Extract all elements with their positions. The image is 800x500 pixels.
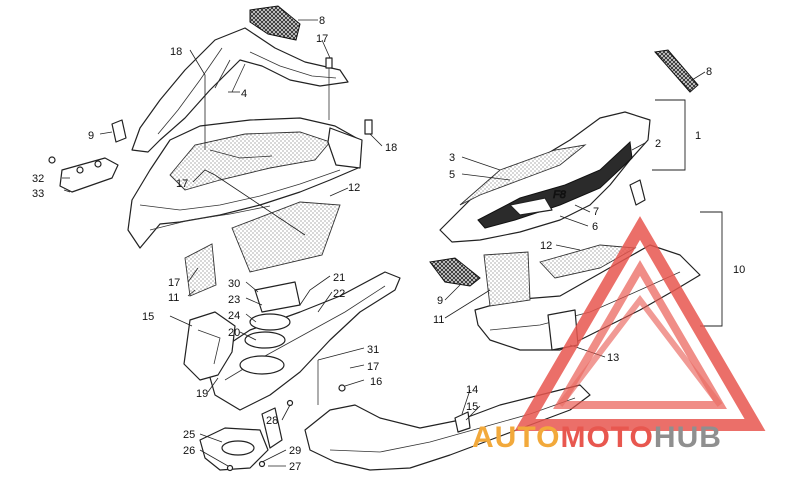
callout-8-right: 8 bbox=[706, 66, 712, 78]
callout-14: 14 bbox=[466, 384, 478, 396]
callout-30: 30 bbox=[228, 278, 240, 290]
callout-17-lower: 17 bbox=[168, 277, 180, 289]
callout-17-top: 17 bbox=[316, 33, 328, 45]
callout-24: 24 bbox=[228, 310, 240, 322]
callout-20: 20 bbox=[228, 327, 240, 339]
callout-9-right: 9 bbox=[437, 295, 443, 307]
bolt-17-rear bbox=[325, 57, 333, 120]
callout-18-right: 18 bbox=[385, 142, 397, 154]
callout-15-left: 15 bbox=[142, 311, 154, 323]
callout-12-left: 12 bbox=[348, 182, 360, 194]
callout-11-left: 11 bbox=[168, 292, 179, 304]
bolt-32 bbox=[48, 156, 56, 164]
callout-26: 26 bbox=[183, 445, 195, 457]
clip-7 bbox=[629, 179, 646, 206]
bolt-18-right bbox=[364, 119, 373, 135]
callout-17-right: 17 bbox=[367, 361, 379, 373]
svg-text:AUTOMOTOHUB: AUTOMOTOHUB bbox=[472, 421, 722, 454]
watermark-triangle bbox=[514, 216, 766, 431]
callout-6: 6 bbox=[592, 221, 598, 233]
intake-vent-screen-top bbox=[249, 5, 301, 41]
callout-15-right: 15 bbox=[466, 401, 478, 413]
callout-11-right: 11 bbox=[433, 314, 444, 326]
duct-bracket-15-left bbox=[183, 311, 236, 381]
group-bracket-10 bbox=[700, 211, 723, 327]
callout-19: 19 bbox=[196, 388, 208, 400]
callout-23: 23 bbox=[228, 294, 240, 306]
callout-33: 33 bbox=[32, 188, 44, 200]
side-panel-small-left bbox=[184, 243, 217, 297]
leader-lines bbox=[62, 19, 706, 467]
callout-12-right: 12 bbox=[540, 240, 552, 252]
upper-console-housing bbox=[127, 117, 363, 249]
callout-16: 16 bbox=[370, 376, 382, 388]
brand-text-moto: MOTO bbox=[560, 421, 653, 454]
callout-10: 10 bbox=[733, 264, 745, 276]
callout-7: 7 bbox=[593, 206, 599, 218]
callout-5: 5 bbox=[449, 169, 455, 181]
side-bracket-left bbox=[59, 157, 119, 193]
callout-17-center: 17 bbox=[176, 178, 188, 190]
clip-9-left bbox=[111, 119, 127, 143]
callout-4: 4 bbox=[241, 88, 247, 100]
callout-18-top: 18 bbox=[170, 46, 182, 58]
seal-ring-stack bbox=[239, 281, 301, 375]
vent-screen-right-lower bbox=[429, 257, 481, 287]
brand-text-auto: AUTO bbox=[472, 421, 560, 454]
callout-13: 13 bbox=[607, 352, 619, 364]
group-bracket-1 bbox=[652, 99, 686, 171]
callout-8-left: 8 bbox=[319, 15, 325, 27]
brand-text-hub: HUB bbox=[654, 421, 722, 454]
lower-bellypan-right bbox=[304, 384, 591, 471]
callout-25: 25 bbox=[183, 429, 195, 441]
lower-bellypan-left bbox=[204, 271, 401, 411]
watermark-logo bbox=[514, 216, 766, 431]
callout-27: 27 bbox=[289, 461, 301, 473]
callout-9-left: 9 bbox=[88, 130, 94, 142]
callout-22: 22 bbox=[333, 288, 345, 300]
callout-1: 1 bbox=[695, 130, 701, 142]
upper-intake-rail bbox=[131, 27, 349, 153]
panel-decal-mark: F8 bbox=[553, 189, 567, 201]
callout-31: 31 bbox=[367, 344, 379, 356]
vent-screen-right-top bbox=[654, 49, 699, 93]
brand-logo: AUTOMOTOHUB bbox=[472, 421, 722, 454]
callout-28: 28 bbox=[266, 415, 278, 427]
side-panel-right: F8 bbox=[439, 111, 651, 243]
callout-3: 3 bbox=[449, 152, 455, 164]
callout-labels: 8 17 18 4 9 18 32 33 17 12 17 11 30 23 2… bbox=[32, 15, 745, 473]
callout-21: 21 bbox=[333, 272, 345, 284]
heat-shield-panel-right bbox=[483, 251, 531, 307]
callout-2: 2 bbox=[655, 138, 661, 150]
callout-29: 29 bbox=[289, 445, 301, 457]
callout-32: 32 bbox=[32, 173, 44, 185]
heat-shield-panel-upper bbox=[231, 201, 341, 273]
